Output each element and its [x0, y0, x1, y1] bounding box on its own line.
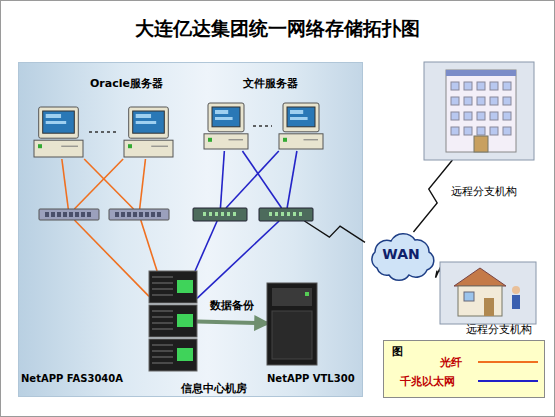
eswitch-node	[259, 208, 313, 221]
fswitch-node	[39, 209, 99, 220]
computer-node	[276, 103, 326, 151]
node-label: 远程分支机构	[466, 322, 546, 337]
building-shape	[424, 62, 534, 160]
node-label: NetAPP FAS3040A	[21, 373, 131, 384]
eswitch-shape	[259, 208, 313, 221]
legend-text: 光纤	[440, 355, 462, 370]
computer-symbol	[204, 103, 248, 149]
storage-symbol	[149, 271, 197, 371]
storage-shape	[149, 271, 197, 371]
node-label: NetAPP VTL300	[267, 373, 337, 384]
eswitch-symbol	[193, 208, 247, 221]
group-label: 文件服务器	[243, 76, 298, 91]
eswitch-node	[193, 208, 247, 221]
building-symbol	[424, 62, 534, 160]
house-shape	[440, 262, 536, 324]
fswitch-shape	[109, 209, 169, 220]
computer-node	[121, 107, 176, 159]
vtl-symbol	[267, 283, 317, 365]
legend-box	[383, 340, 545, 398]
eswitch-shape	[193, 208, 247, 221]
wan-link	[413, 160, 452, 232]
computer-node	[201, 103, 251, 151]
fswitch-shape	[39, 209, 99, 220]
computer-shape	[121, 107, 176, 159]
node-label: 远程分支机构	[451, 184, 531, 199]
fswitch-symbol	[109, 209, 169, 220]
computer-symbol	[34, 107, 83, 157]
legend-line	[478, 380, 538, 382]
house-symbol	[440, 262, 536, 324]
computer-symbol	[279, 103, 323, 149]
computer-symbol	[124, 107, 173, 157]
fswitch-symbol	[39, 209, 99, 220]
storage-node: NetAPP FAS3040A	[149, 271, 197, 371]
edge-label: 数据备份	[210, 298, 254, 313]
group-label: 图	[392, 344, 403, 359]
house-node: 远程分支机构	[440, 262, 536, 324]
diagram-title: 大连亿达集团统一网络存储拓扑图	[0, 16, 555, 42]
panel-node: NetAPP FAS3040A NetAPP VTL300 信息中心机房	[18, 62, 363, 397]
computer-shape	[31, 107, 86, 159]
node-label: 信息中心机房	[169, 381, 259, 396]
fswitch-node	[109, 209, 169, 220]
eswitch-symbol	[259, 208, 313, 221]
vtl-shape	[267, 283, 317, 365]
building-node: 远程分支机构	[424, 62, 534, 160]
node-label: WAN	[365, 246, 437, 262]
cloud-node: WAN	[365, 232, 437, 278]
computer-node	[31, 107, 86, 159]
computer-shape	[201, 103, 251, 151]
legend-text: 千兆以太网	[400, 374, 455, 389]
vtl-node: NetAPP VTL300	[267, 283, 317, 365]
group-label: Oracle服务器	[90, 76, 163, 91]
computer-shape	[276, 103, 326, 151]
network-link	[197, 322, 267, 324]
legend-line	[478, 361, 538, 363]
